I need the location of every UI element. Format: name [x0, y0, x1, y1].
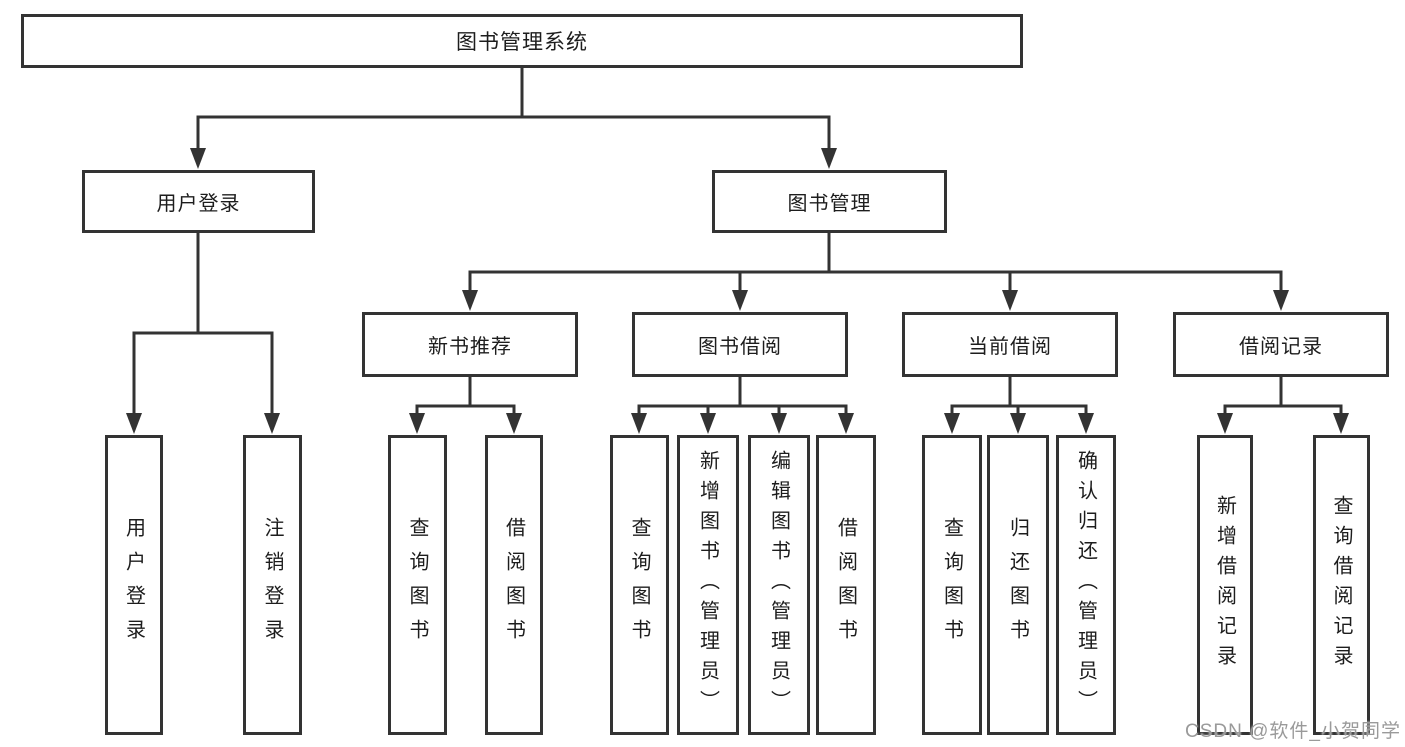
- node-book-borrow: 图书借阅: [632, 312, 848, 377]
- leaf-query-books-recommend: 查询图书: [388, 435, 447, 735]
- leaf-label: 查询图书: [406, 517, 428, 653]
- leaf-user-login: 用户登录: [105, 435, 163, 735]
- leaf-label: 编辑图书（管理员）: [767, 450, 790, 720]
- leaf-label: 归还图书: [1006, 517, 1029, 653]
- leaf-borrow-books-recommend: 借阅图书: [485, 435, 543, 735]
- leaf-query-books-borrow: 查询图书: [610, 435, 669, 735]
- leaf-query-borrow-record: 查询借阅记录: [1313, 435, 1370, 735]
- leaf-add-book-admin: 新增图书（管理员）: [677, 435, 739, 735]
- node-book-management: 图书管理: [712, 170, 947, 233]
- arrowheads: [126, 148, 1349, 434]
- leaf-label: 新增借阅记录: [1213, 495, 1236, 675]
- leaf-label: 新增图书（管理员）: [696, 450, 719, 720]
- leaf-label: 查询图书: [940, 517, 963, 653]
- leaf-label: 查询借阅记录: [1330, 495, 1352, 675]
- node-new-book-recommend: 新书推荐: [362, 312, 578, 377]
- leaf-borrow-book: 借阅图书: [816, 435, 876, 735]
- leaf-edit-book-admin: 编辑图书（管理员）: [748, 435, 810, 735]
- leaf-label: 借阅图书: [502, 517, 525, 653]
- leaf-confirm-return-admin: 确认归还（管理员）: [1056, 435, 1116, 735]
- leaf-query-books-current: 查询图书: [922, 435, 982, 735]
- node-current-borrow: 当前借阅: [902, 312, 1118, 377]
- node-borrow-records: 借阅记录: [1173, 312, 1389, 377]
- leaf-return-book: 归还图书: [987, 435, 1049, 735]
- leaf-logout: 注销登录: [243, 435, 302, 735]
- leaf-label: 用户登录: [122, 517, 145, 653]
- leaf-label: 借阅图书: [834, 517, 857, 653]
- leaf-label: 确认归还（管理员）: [1074, 450, 1097, 720]
- leaf-label: 注销登录: [261, 517, 283, 653]
- node-library-management-system: 图书管理系统: [21, 14, 1023, 68]
- leaf-add-borrow-record: 新增借阅记录: [1197, 435, 1253, 735]
- node-user-login: 用户登录: [82, 170, 315, 233]
- leaf-label: 查询图书: [628, 517, 650, 653]
- csdn-watermark: CSDN @软件_小贺同学: [1185, 721, 1401, 742]
